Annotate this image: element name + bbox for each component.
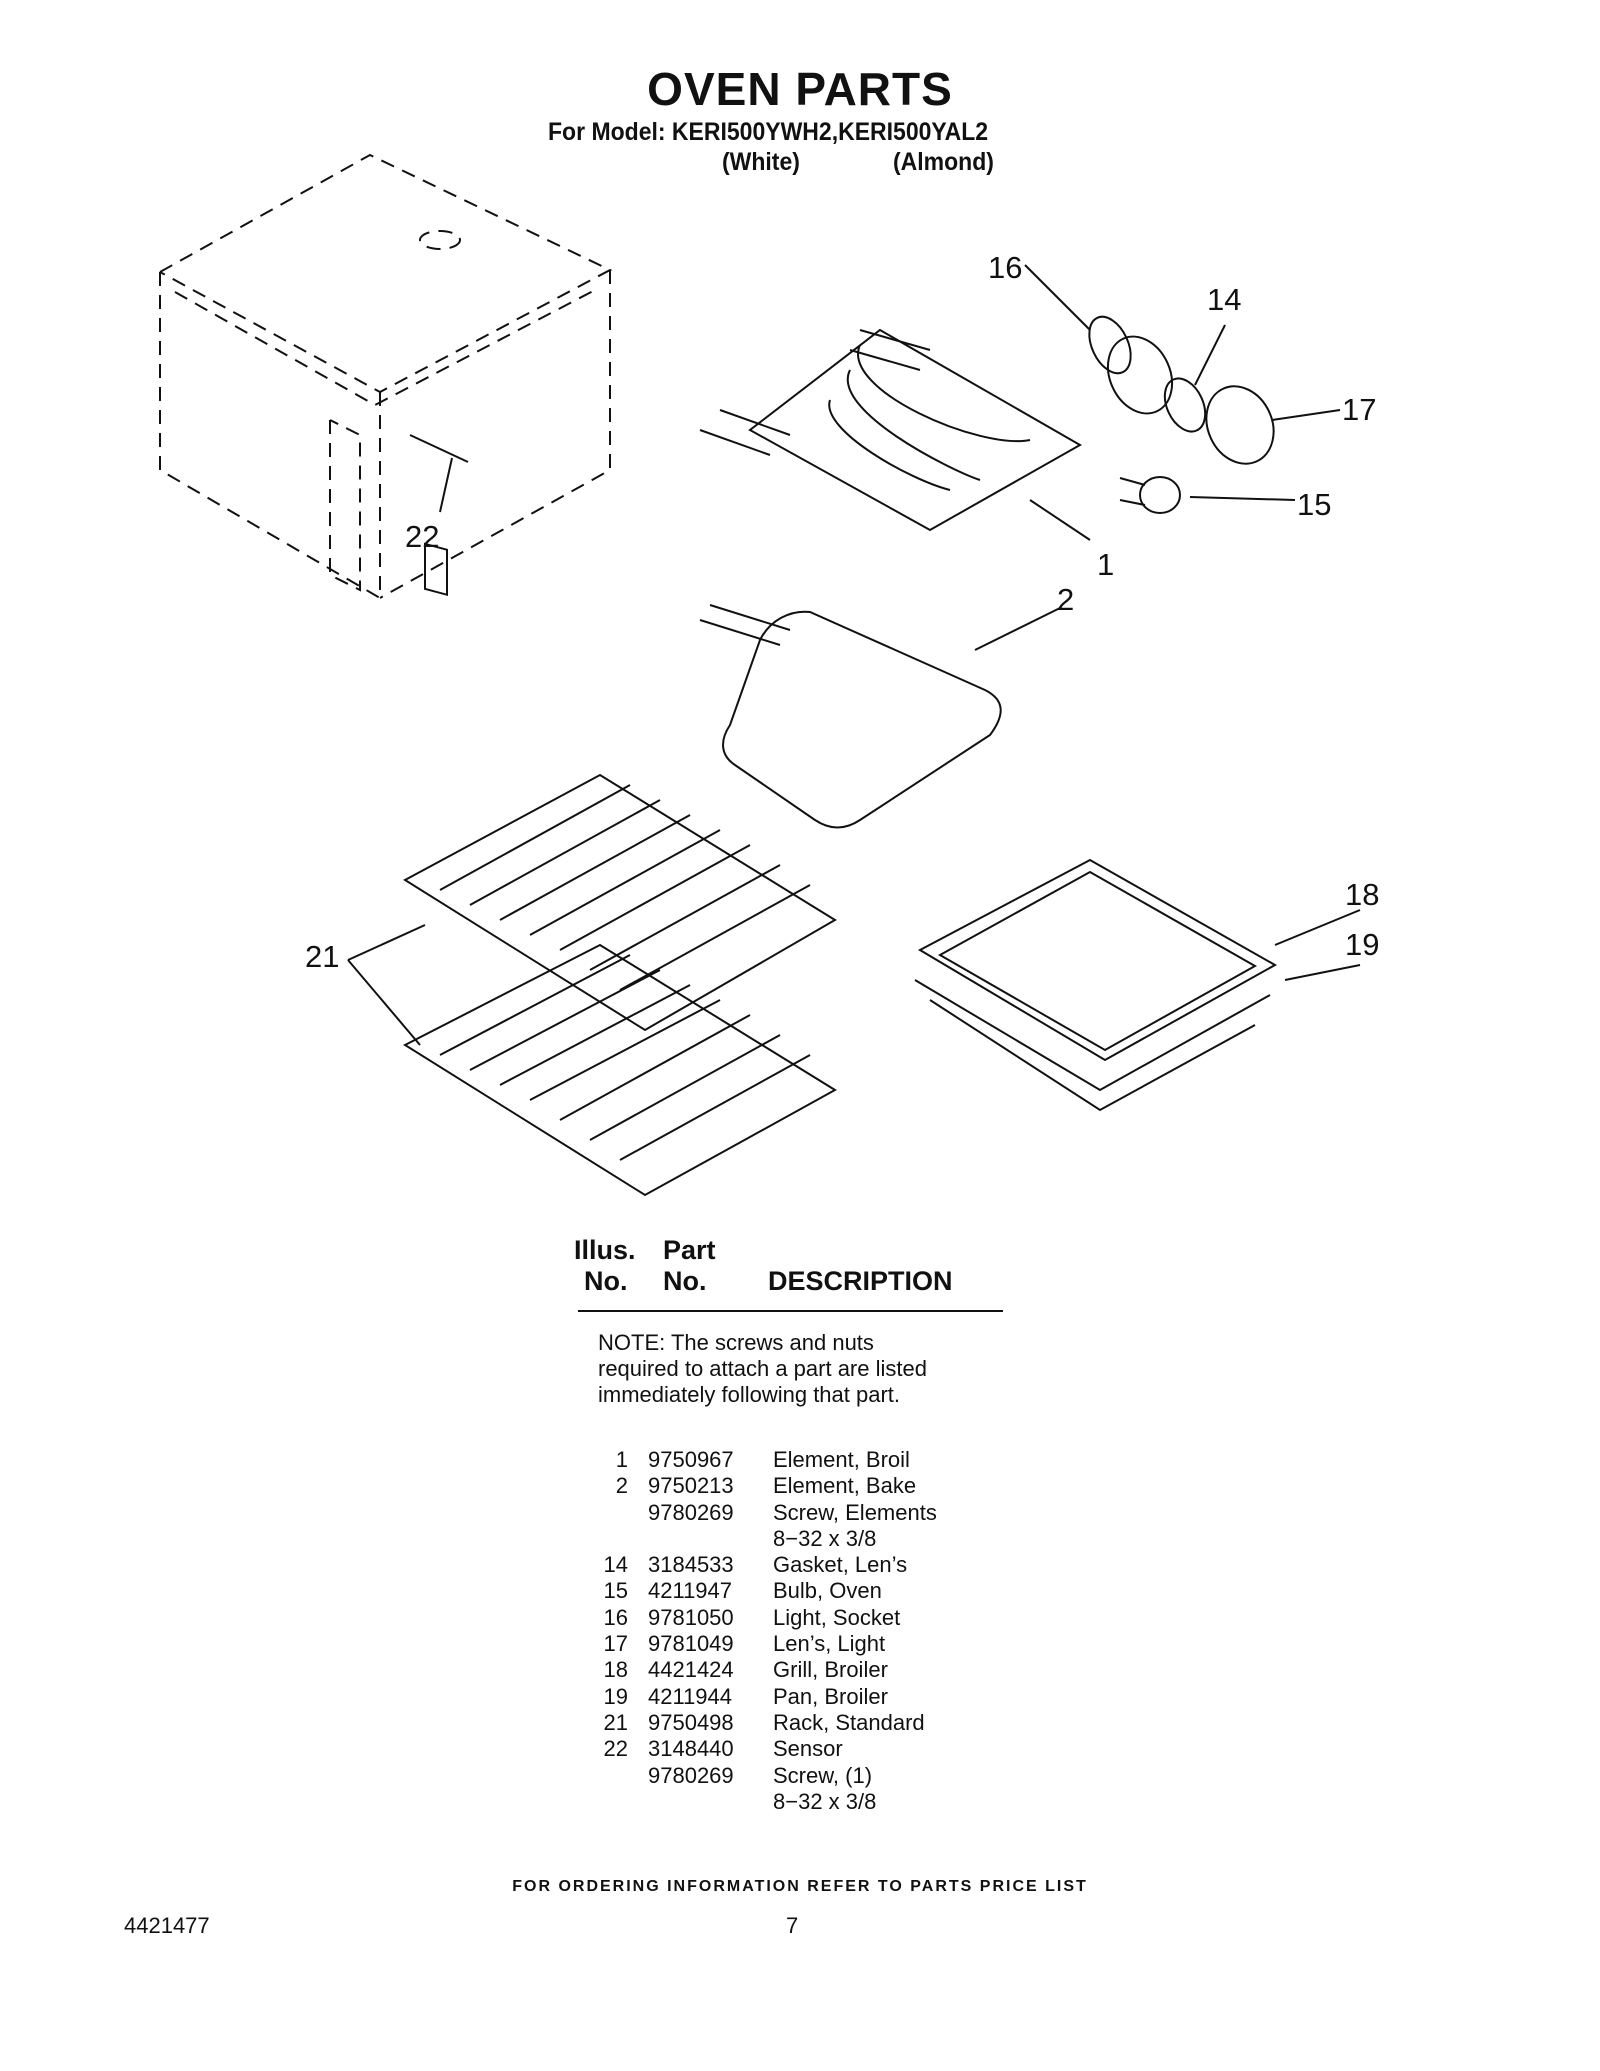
part-description: Bulb, Oven: [773, 1578, 882, 1604]
part-description: Light, Socket: [773, 1604, 901, 1630]
part-no: 9750967: [648, 1447, 734, 1472]
header-divider: [578, 1310, 1003, 1312]
part-no: 4211947: [648, 1578, 733, 1604]
illus-no: [580, 1763, 628, 1789]
part-description: Gasket, Len’s: [773, 1552, 908, 1578]
part-no: [628, 1526, 773, 1552]
part-description: Element, Broil: [773, 1447, 910, 1472]
callout-21: 21: [305, 939, 339, 974]
part-no: 4421424: [648, 1657, 734, 1683]
callout-18: 18: [1345, 877, 1379, 912]
oven-racks: [347, 773, 837, 1197]
table-row: 1 9750967 Element, Broil: [580, 1447, 1033, 1473]
part-description: Sensor: [773, 1736, 843, 1762]
illus-no: 16: [603, 1604, 628, 1630]
callout-19: 19: [1345, 927, 1379, 962]
color-almond-label: (Almond): [893, 148, 994, 176]
part-description: Rack, Standard: [773, 1709, 925, 1735]
oven-light-assembly: [1024, 264, 1341, 514]
document-number: 4421477: [124, 1913, 210, 1938]
callout-16: 16: [988, 250, 1022, 285]
table-row: 18 4421424 Grill, Broiler: [580, 1657, 1033, 1683]
table-row: 22 3148440 Sensor: [580, 1736, 1033, 1762]
illus-no: 17: [603, 1631, 628, 1657]
table-row: 9780269 Screw, (1): [580, 1763, 1033, 1789]
exploded-parts-diagram: 1 2 14 15 16 17 18 19 21 22: [159, 153, 1379, 1197]
part-description: Pan, Broiler: [773, 1683, 888, 1709]
note-text: NOTE: The screws and nuts required to at…: [598, 1330, 927, 1407]
callout-22: 22: [405, 519, 439, 554]
callout-14: 14: [1207, 282, 1241, 317]
page-title: OVEN PARTS: [647, 63, 953, 115]
col-description-header: DESCRIPTION: [768, 1266, 953, 1296]
callout-15: 15: [1297, 487, 1331, 522]
part-no: 9750213: [648, 1473, 734, 1499]
part-description: Screw, Elements: [773, 1499, 937, 1525]
part-description: Len’s, Light: [773, 1631, 886, 1657]
table-row: 16 9781050 Light, Socket: [580, 1605, 1033, 1631]
part-no: 3148440: [648, 1736, 734, 1762]
part-description: Screw, (1): [773, 1762, 873, 1788]
part-description: Grill, Broiler: [773, 1657, 888, 1683]
part-no: [628, 1789, 773, 1815]
broiler-pan-assembly: [914, 858, 1361, 1112]
illus-no: [580, 1500, 628, 1526]
sensor-part: [409, 434, 469, 597]
part-no: 9781050: [648, 1604, 734, 1630]
part-no: 9780269: [648, 1762, 734, 1788]
parts-list: 1 9750967 Element, Broil 2 9750213 Element, …: [580, 1447, 1033, 1815]
illus-no: 2: [615, 1473, 628, 1499]
illus-no: [580, 1789, 628, 1815]
part-description: Element, Bake: [773, 1473, 917, 1499]
illus-no: 14: [603, 1552, 628, 1578]
table-row: 19 4211944 Pan, Broiler: [580, 1684, 1033, 1710]
part-no: 3184533: [648, 1552, 734, 1578]
page-number: 7: [786, 1913, 799, 1938]
model-line: For Model: KERI500YWH2,KERI500YAL2: [548, 118, 989, 146]
col-illus-header-2: No.: [584, 1266, 628, 1296]
callout-1: 1: [1097, 547, 1114, 582]
table-row: 8−32 x 3/8: [580, 1526, 1033, 1552]
col-part-header-2: No.: [663, 1266, 707, 1296]
part-no: 4211944: [648, 1683, 733, 1709]
table-row: 2 9750213 Element, Bake: [580, 1473, 1033, 1499]
illus-no: 21: [603, 1709, 628, 1735]
part-description: 8−32 x 3/8: [773, 1525, 877, 1551]
table-row: 14 3184533 Gasket, Len’s: [580, 1552, 1033, 1578]
callout-17: 17: [1342, 392, 1376, 427]
broil-element: [699, 328, 1091, 541]
col-illus-header-1: Illus.: [574, 1235, 636, 1265]
illus-no: 22: [603, 1736, 628, 1762]
illus-no: 1: [615, 1447, 628, 1472]
table-row: 17 9781049 Len’s, Light: [580, 1631, 1033, 1657]
table-row: 9780269 Screw, Elements: [580, 1500, 1033, 1526]
table-row: 21 9750498 Rack, Standard: [580, 1710, 1033, 1736]
table-row: 15 4211947 Bulb, Oven: [580, 1578, 1033, 1604]
ordering-info-footer: FOR ORDERING INFORMATION REFER TO PARTS …: [512, 1878, 1088, 1895]
part-no: 9781049: [648, 1631, 734, 1657]
bake-element: [699, 604, 1061, 829]
part-no: 9750498: [648, 1709, 734, 1735]
color-white-label: (White): [722, 148, 800, 176]
illus-no: 19: [603, 1683, 628, 1709]
col-part-header-1: Part: [663, 1235, 716, 1265]
table-row: 8−32 x 3/8: [580, 1789, 1033, 1815]
oven-cavity: [159, 153, 613, 599]
callout-2: 2: [1057, 582, 1074, 617]
illus-no: 18: [603, 1657, 628, 1683]
part-description: 8−32 x 3/8: [773, 1788, 877, 1814]
illus-no: 15: [603, 1578, 628, 1604]
part-no: 9780269: [648, 1499, 734, 1525]
illus-no: [580, 1526, 628, 1552]
